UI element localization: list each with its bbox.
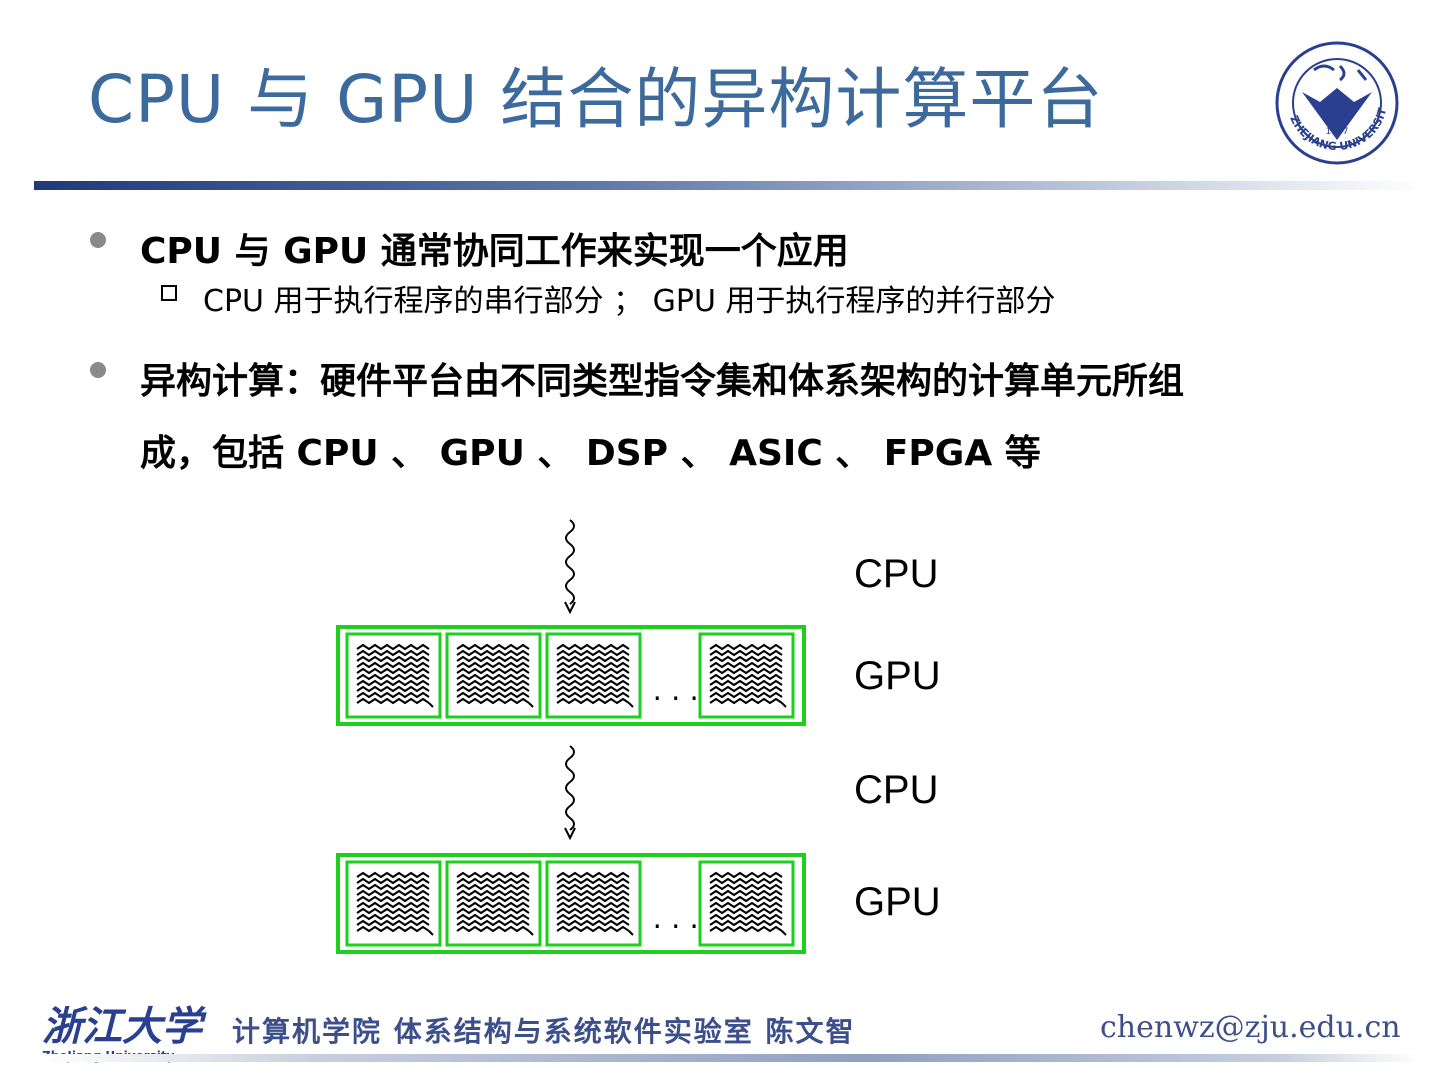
label-cpu-1: CPU	[854, 552, 939, 596]
cpu-serial-thread-2	[564, 745, 576, 839]
svg-text:浙江大学: 浙江大学	[42, 1003, 207, 1050]
label-gpu-2: GPU	[854, 880, 941, 924]
sub-bullet-marker	[161, 285, 177, 301]
bullet-dot	[90, 232, 106, 248]
sub-bullet-1-text: CPU 用于执行程序的串行部分 ； GPU 用于执行程序的并行部分	[203, 284, 1056, 319]
gpu-grid-2: ...	[336, 853, 806, 954]
label-cpu-2: CPU	[854, 768, 939, 812]
gpu-grid-1: ...	[336, 625, 806, 726]
cpu-serial-thread-1	[564, 519, 576, 613]
title-divider	[34, 181, 1424, 190]
footer-divider	[40, 1054, 1420, 1062]
bullet-1-text: CPU 与 GPU 通常协同工作来实现一个应用	[140, 231, 849, 272]
bullet-2-line-1: 异构计算：硬件平台由不同类型指令集和体系架构的计算单元所组	[140, 361, 1185, 402]
gpu-ellipsis: ...	[650, 906, 705, 934]
footer-email: chenwz@zju.edu.cn	[1100, 1010, 1401, 1045]
gpu-ellipsis: ...	[650, 678, 705, 706]
slide-title: CPU 与 GPU 结合的异构计算平台	[88, 61, 1104, 138]
label-gpu-1: GPU	[854, 654, 941, 698]
bullet-dot	[90, 362, 106, 378]
bullet-2-line-2: 成，包括 CPU 、 GPU 、 DSP 、 ASIC 、 FPGA 等	[140, 433, 1041, 474]
footer-department: 计算机学院 体系结构与系统软件实验室 陈文智	[232, 1015, 856, 1048]
university-seal-logo: ZHEJIANG UNIVERSITY 1897	[1274, 40, 1399, 165]
seal-year: 1897	[1326, 127, 1349, 137]
